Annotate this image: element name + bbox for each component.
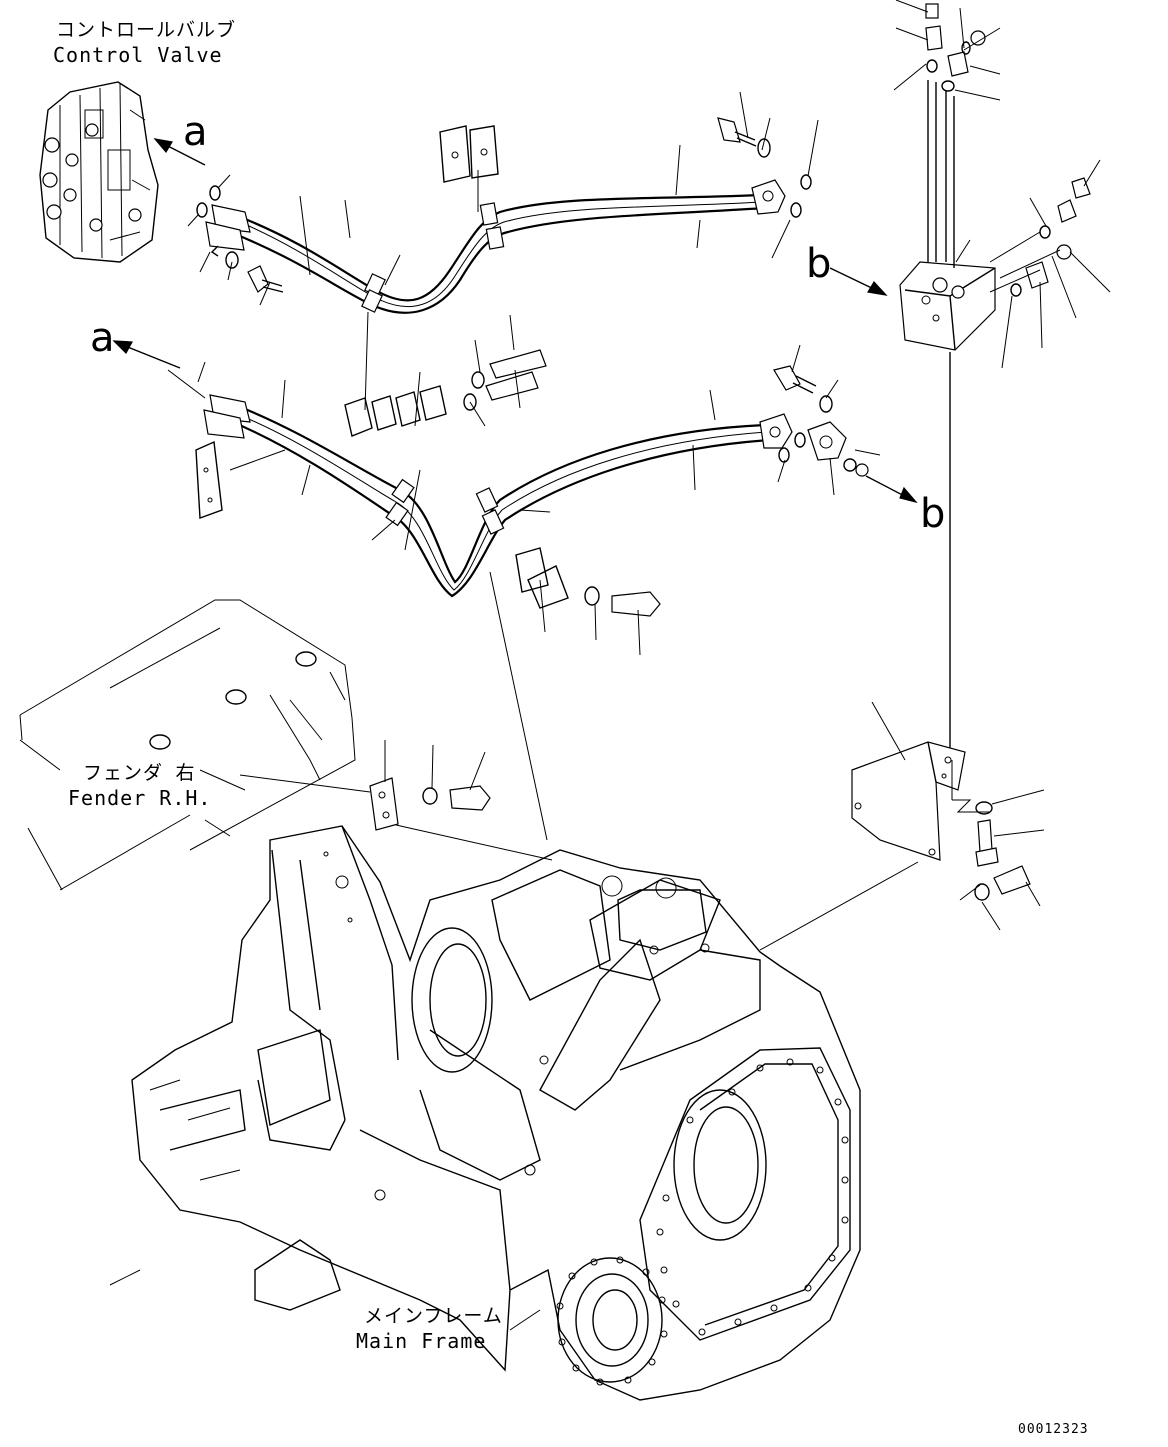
main-frame-label-en: Main Frame [356, 1329, 487, 1353]
arrow-a-left [119, 343, 181, 369]
distribution-block [829, 0, 1111, 760]
lower-hose-assembly [167, 311, 918, 841]
main-frame-drawing [131, 825, 861, 1401]
control-valve-label-en: Control Valve [53, 43, 223, 67]
reference-b-top: b [806, 241, 832, 287]
control-valve-drawing [39, 81, 159, 263]
upper-hose-assembly [187, 91, 819, 314]
reference-a-top: a [183, 109, 208, 155]
main-frame-label-jp: メインフレーム [364, 1305, 503, 1327]
mounting-bracket [759, 701, 1045, 951]
fender-rh-drawing [19, 599, 356, 891]
control-valve-label-jp: コントロールバルブ [56, 19, 237, 41]
reference-b-bottom: b [920, 491, 946, 537]
main-frame-leader [109, 1269, 141, 1286]
fender-label-en: Fender R.H. [68, 786, 212, 810]
document-number: 00012323 [1018, 1422, 1089, 1437]
fender-label-jp: フェンダ 右 [83, 762, 196, 784]
fender-clamp [239, 740, 553, 861]
reference-a-left: a [90, 315, 115, 361]
